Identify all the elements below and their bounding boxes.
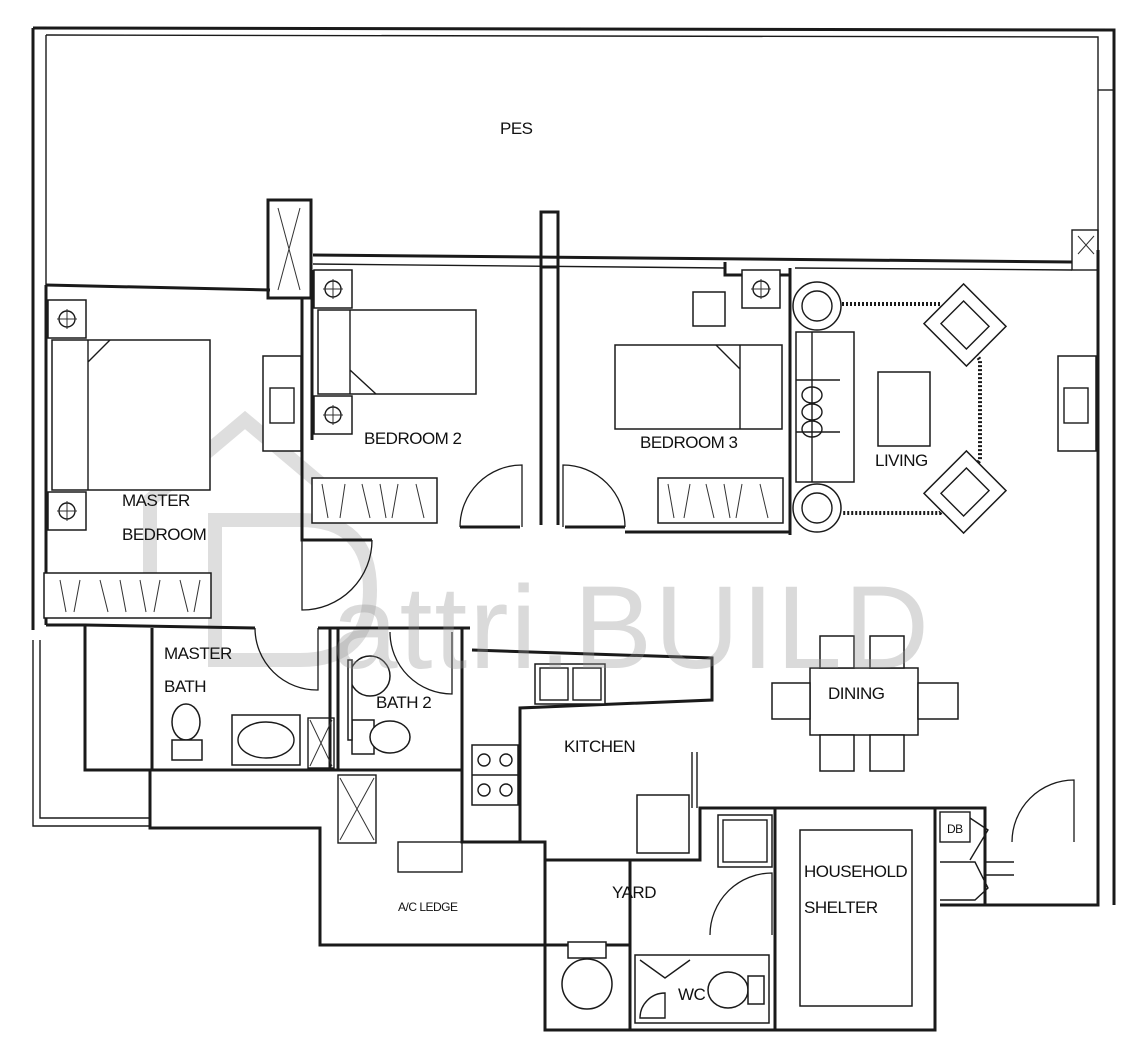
room-label-dining: DINING — [828, 684, 885, 703]
room-label-ac-ledge: A/C LEDGE — [398, 900, 458, 914]
room-label-master-bedroom-1: MASTER — [122, 491, 190, 510]
room-label-pes: PES — [500, 119, 533, 138]
room-label-kitchen: KITCHEN — [564, 737, 636, 756]
room-label-bedroom-3: BEDROOM 3 — [640, 433, 738, 452]
master-bedroom-furniture — [43, 299, 302, 619]
bedroom2-furniture — [311, 269, 477, 524]
room-label-master-bath-2: BATH — [164, 677, 207, 696]
shelter-fixtures — [799, 811, 1014, 1007]
yard-wc-fixtures — [561, 941, 770, 1024]
pes-frame — [31, 26, 1116, 905]
doors — [254, 464, 1075, 936]
apartment-walls — [32, 250, 1100, 1032]
bedroom3-furniture — [614, 269, 784, 524]
master-bath-fixtures — [171, 703, 301, 766]
room-label-bedroom-2: BEDROOM 2 — [364, 429, 462, 448]
room-label-household-shelter-1: HOUSEHOLD — [804, 862, 908, 881]
columns — [266, 198, 1099, 300]
room-label-bath-2: BATH 2 — [376, 693, 432, 712]
room-label-db: DB — [947, 822, 963, 836]
room-label-household-shelter-2: SHELTER — [804, 898, 878, 917]
watermark-text: attri.BUILD — [332, 562, 932, 694]
living-furniture — [792, 281, 1097, 535]
dining-furniture — [771, 635, 959, 772]
room-label-yard: YARD — [612, 883, 656, 902]
ac-ledge-frame — [307, 717, 463, 873]
room-label-wc: WC — [678, 985, 706, 1004]
room-label-master-bath-1: MASTER — [164, 644, 232, 663]
bath2-fixtures — [347, 655, 411, 755]
room-label-living: LIVING — [875, 451, 928, 470]
room-label-master-bedroom-2: BEDROOM — [122, 525, 207, 544]
kitchen-fixtures — [471, 663, 773, 868]
